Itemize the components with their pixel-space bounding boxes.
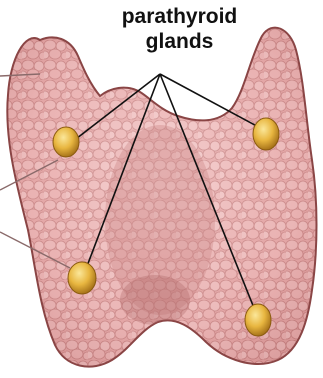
parathyroid-gland-lower-left: [68, 262, 96, 294]
parathyroid-gland-lower-right: [245, 304, 271, 336]
parathyroid-gland-upper-left: [53, 127, 79, 157]
parathyroid-gland-upper-right: [253, 118, 279, 150]
